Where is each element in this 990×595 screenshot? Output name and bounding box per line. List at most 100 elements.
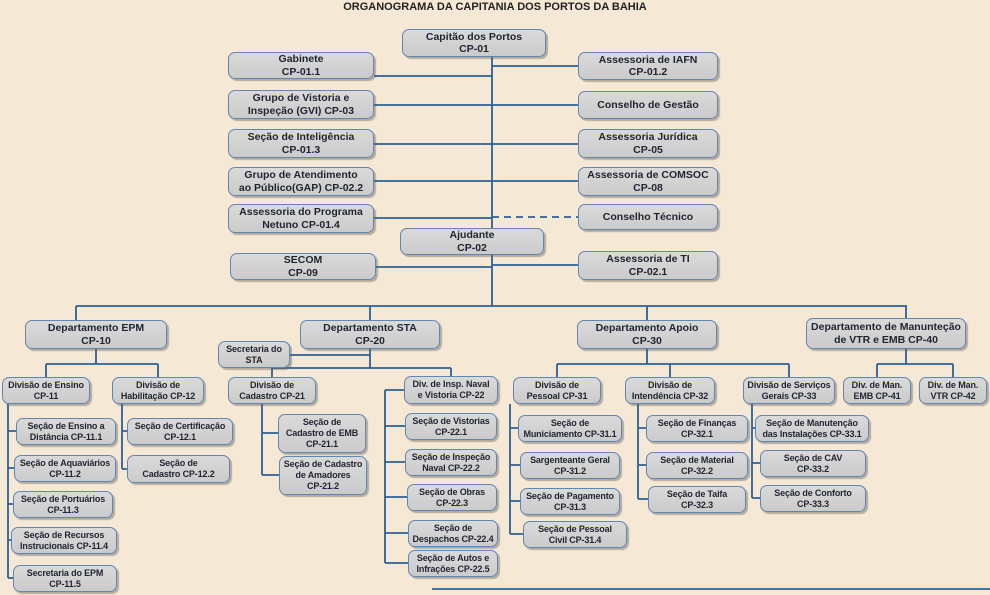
- node-label: Seção de Autos e Infrações CP-22.5: [416, 552, 490, 574]
- node-label: Seção de Material CP-32.2: [660, 454, 734, 476]
- node-cp121: Seção de Certificação CP-12.1: [127, 418, 233, 445]
- node-label: Seção de Inteligência CP-01.3: [247, 131, 355, 156]
- node-cp021-ti: Assessoria de TI CP-02.1: [578, 251, 718, 280]
- node-cp22-div-insp-naval: Div. de Insp. Naval e Vistoria CP-22: [404, 376, 498, 404]
- node-label: Departamento EPM CP-10: [47, 322, 145, 347]
- node-label: Assessoria do Programa Netuno CP-01.4: [239, 206, 363, 231]
- node-label: Seção de Cadastro CP-12.2: [142, 458, 215, 479]
- node-label: Secretaria do EPM CP-11.5: [26, 567, 104, 589]
- node-cp41-div-man-emb: Div. de Man. EMB CP-41: [843, 377, 911, 404]
- node-label: Seção de Pagamento CP-31.3: [526, 490, 614, 512]
- node-cp022-gap: Grupo de Atendimento ao Público(GAP) CP-…: [228, 167, 374, 196]
- node-cp011-gabinete: Gabinete CP-01.1: [228, 52, 374, 79]
- node-cp122: Seção de Cadastro CP-12.2: [127, 455, 230, 483]
- node-cp20-departamento-sta: Departamento STA CP-20: [300, 320, 440, 349]
- node-label: Assessoria de COMSOC CP-08: [587, 169, 709, 194]
- node-cp312: Sargenteante Geral CP-31.2: [520, 452, 620, 479]
- node-cp333: Seção de Conforto CP-33.3: [760, 485, 866, 512]
- node-label: Assessoria de IAFN CP-01.2: [598, 53, 698, 79]
- node-label: Seção de Portuários CP-11.3: [20, 493, 106, 515]
- node-cp30-departamento-apoio: Departamento Apoio CP-30: [577, 320, 717, 349]
- page-title: ORGANOGRAMA DA CAPITANIA DOS PORTOS DA B…: [343, 1, 647, 13]
- node-cp311: Seção de Municiamento CP-31.1: [518, 415, 622, 442]
- node-cp31-divisao-pessoal: Divisão de Pessoal CP-31: [513, 377, 601, 404]
- node-cp113: Seção de Portuários CP-11.3: [13, 491, 113, 518]
- node-label: Seção de Vistorias CP-22.1: [412, 415, 490, 437]
- node-cp114: Seção de Recursos Instrucionais CP-11.4: [11, 527, 117, 554]
- node-cp013-inteligencia: Seção de Inteligência CP-01.3: [228, 129, 374, 158]
- node-label: Seção de Municiamento CP-31.1: [523, 417, 617, 439]
- node-cp331: Seção de Manutenção das Instalações CP-3…: [755, 415, 869, 442]
- node-label: Grupo de Vistoria e Inspeção (GVI) CP-03: [247, 92, 355, 117]
- node-cp332: Seção de CAV CP-33.2: [760, 450, 866, 477]
- node-cp314: Seção de Pessoal Civil CP-31.4: [523, 521, 627, 548]
- node-cp12-divisao-habilitacao: Divisão de Habilitação CP-12: [112, 377, 204, 404]
- node-label: Assessoria de TI CP-02.1: [606, 253, 690, 278]
- node-cp322: Seção de Material CP-32.2: [646, 452, 748, 479]
- node-label: Divisão de Serviços Gerais CP-33: [747, 379, 831, 401]
- node-label: Assessoria Jurídica CP-05: [598, 131, 698, 156]
- node-cp115: Secretaria do EPM CP-11.5: [13, 565, 117, 592]
- node-cp212: Seção de Cadastro de Amadores CP-21.2: [279, 456, 367, 495]
- node-label: SECOM CP-09: [283, 254, 323, 279]
- node-label: Seção de Recursos Instrucionais CP-11.4: [20, 529, 108, 551]
- node-label: Gabinete CP-01.1: [278, 53, 324, 78]
- node-cp323: Seção de Taifa CP-32.3: [648, 486, 746, 513]
- node-label: Seção de Pessoal Civil CP-31.4: [538, 523, 612, 545]
- node-label: Departamento Apoio CP-30: [595, 322, 699, 347]
- node-cp014-programa-netuno: Assessoria do Programa Netuno CP-01.4: [228, 204, 374, 233]
- node-label: Seção de Taifa CP-32.3: [666, 488, 728, 510]
- node-cp111: Seção de Ensino a Distância CP-11.1: [16, 418, 116, 445]
- node-cp10-departamento-epm: Departamento EPM CP-10: [25, 320, 167, 349]
- node-cp012-iafn: Assessoria de IAFN CP-01.2: [578, 52, 718, 80]
- node-cp313: Seção de Pagamento CP-31.3: [520, 488, 620, 515]
- node-cp211: Seção de Cadastro de EMB CP-21.1: [278, 414, 366, 453]
- node-label: Divisão de Cadastro CP-21: [239, 379, 305, 401]
- node-cp221: Seção de Vistorias CP-22.1: [405, 413, 497, 440]
- node-label: Departamento STA CP-20: [323, 322, 417, 347]
- node-cp32-divisao-intendencia: Divisão de Intendência CP-32: [625, 377, 715, 404]
- node-cp42-div-man-vtr: Div. de Man. VTR CP-42: [919, 377, 987, 404]
- node-label: Sargenteante Geral CP-31.2: [530, 454, 610, 476]
- node-label: Divisão de Habilitação CP-12: [120, 379, 196, 401]
- node-label: Divisão de Intendência CP-32: [631, 379, 709, 401]
- node-label: Ajudante CP-02: [449, 229, 495, 254]
- node-cp224: Seção de Despachos CP-22.4: [408, 520, 498, 547]
- node-label: Div. de Insp. Naval e Vistoria CP-22: [412, 379, 490, 400]
- node-conselho-tecnico: Conselho Técnico: [578, 204, 718, 230]
- node-cp21-divisao-cadastro: Divisão de Cadastro CP-21: [228, 377, 316, 404]
- node-label: Seção de Cadastro de Amadores CP-21.2: [283, 459, 363, 491]
- node-label: Div. de Man. EMB CP-41: [851, 379, 903, 401]
- node-label: Secretaria do STA: [226, 343, 282, 365]
- node-cp05-juridica: Assessoria Jurídica CP-05: [578, 129, 718, 158]
- node-label: Seção de Certificação CP-12.1: [134, 420, 226, 442]
- node-label: Seção de Aquaviários CP-11.2: [19, 457, 111, 479]
- node-label: Div. de Man. VTR CP-42: [927, 379, 979, 401]
- node-label: Departamento de Manunteção de VTR e EMB …: [811, 321, 961, 346]
- node-cp08-comsoc: Assessoria de COMSOC CP-08: [578, 167, 718, 196]
- node-label: Seção de Manutenção das Instalações CP-3…: [762, 417, 862, 439]
- node-label: Grupo de Atendimento ao Público(GAP) CP-…: [238, 169, 364, 194]
- node-label: Divisão de Pessoal CP-31: [526, 379, 588, 401]
- node-label: Seção de Despachos CP-22.4: [412, 522, 494, 544]
- node-cp11-divisao-ensino: Divisão de Ensino CP-11: [2, 377, 90, 404]
- node-cp01-capitao-dos-portos: Capitão dos Portos CP-01: [402, 29, 546, 57]
- node-label: Seção de Cadastro de EMB CP-21.1: [285, 417, 359, 449]
- node-cp225: Seção de Autos e Infrações CP-22.5: [408, 550, 498, 577]
- node-cp222: Seção de Inspeção Naval CP-22.2: [405, 449, 497, 476]
- node-label: Seção de Conforto CP-33.3: [774, 487, 852, 509]
- node-label: Conselho Técnico: [602, 210, 694, 223]
- node-cp03-gvi: Grupo de Vistoria e Inspeção (GVI) CP-03: [228, 90, 374, 119]
- node-cp112: Seção de Aquaviários CP-11.2: [14, 455, 116, 482]
- node-label: Conselho de Gestão: [597, 98, 699, 111]
- node-cp09-secom: SECOM CP-09: [230, 253, 376, 280]
- node-label: Capitão dos Portos CP-01: [425, 30, 523, 56]
- node-label: Seção de CAV CP-33.2: [783, 452, 843, 474]
- node-label: Seção de Finanças CP-32.1: [657, 417, 737, 439]
- node-cp223: Seção de Obras CP-22.3: [407, 484, 497, 511]
- node-cp02-ajudante: Ajudante CP-02: [400, 228, 544, 255]
- node-cp40-departamento-manutencao: Departamento de Manunteção de VTR e EMB …: [806, 318, 966, 349]
- node-label: Divisão de Ensino CP-11: [8, 379, 84, 401]
